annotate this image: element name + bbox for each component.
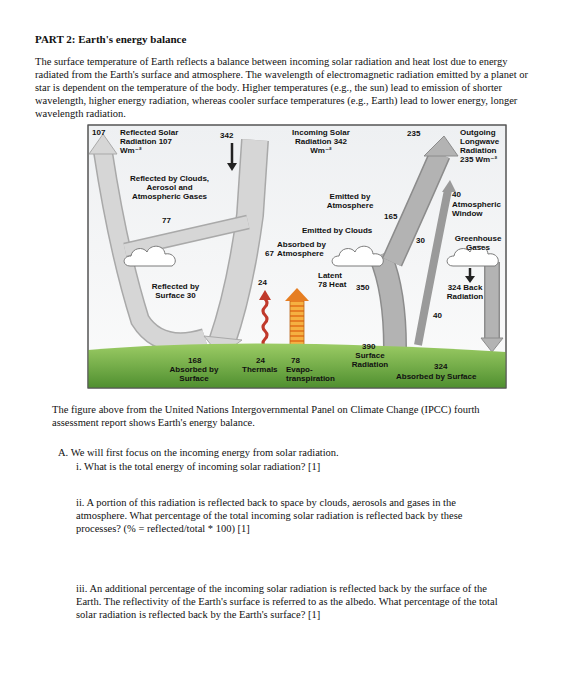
figure-value: 168 [188,356,201,365]
figure-label: 78 Heat [318,280,346,289]
figure-label: Reflected Solar Radiation 107 Wm⁻² [120,128,192,155]
question-heading: A. We will first focus on the incoming e… [58,446,528,459]
figure-label: Reflected by Surface 30 [148,282,203,300]
cloud [332,246,383,266]
figure-value: 78 [291,356,300,365]
figure-value: 107 [92,128,105,137]
figure-value: 30 [416,236,425,245]
figure-value: 24 [258,278,267,287]
figure-label: Surface Radiation [348,351,392,369]
back-radiation-arrowhead [481,338,503,352]
reflected-arrowhead [89,134,117,154]
figure-label: Atmospheric Window [452,200,504,218]
figure-label: Latent [318,271,342,280]
figure-value: 77 [162,216,171,225]
intro-paragraph: The surface temperature of Earth reflect… [35,55,533,120]
figure-label: Absorbed by Atmosphere [277,240,339,258]
figure-value: 67 [265,249,274,258]
figure-value: 165 [384,212,397,221]
figure-value: 390 [362,342,375,351]
figure-value: 24 [256,356,265,365]
figure-label: Greenhouse Gases [454,234,502,252]
figure-value: 40 [452,190,461,199]
figure-frame [88,125,506,388]
earth-surface [88,343,506,388]
figure-label: Thermals [242,365,278,374]
figure-value: 40 [433,311,442,320]
cloud [124,246,175,266]
figure-value: 350 [356,283,369,292]
page-title: PART 2: Earth's energy balance [35,33,186,46]
thermals-arrow [259,290,271,347]
question: iii. An additional percentage of the inc… [76,582,508,621]
figure-label: Absorbed by Surface [396,372,476,381]
figure-label: Emitted by Clouds [302,226,372,235]
figure-label: Emitted by Atmosphere [320,192,380,210]
figure-label: Absorbed by Surface [163,365,225,383]
figure-value: 342 [220,131,233,140]
figure-label: Outgoing Longwave Radiation 235 Wm⁻² [460,128,505,164]
figure-value: 235 [407,129,420,138]
latent-heat-arrow [285,288,309,346]
figure-value: 324 [434,362,447,371]
figure-border [88,125,506,388]
figure-label: 324 Back Radiation [446,283,484,301]
question: i. What is the total energy of incoming … [76,460,536,473]
outgoing-arrowhead [424,136,458,156]
figure-caption: The figure above from the United Nations… [52,403,510,429]
figure-label: Evapo- transpiration [286,365,346,383]
solar-bands [103,140,255,342]
figure-label: Reflected by Clouds, Aerosol and Atmosph… [122,174,217,201]
small-arrows [227,143,475,283]
question: ii. A portion of this radiation is refle… [76,496,508,535]
figure-label: Incoming Solar Radiation 342 Wm⁻² [292,128,350,155]
